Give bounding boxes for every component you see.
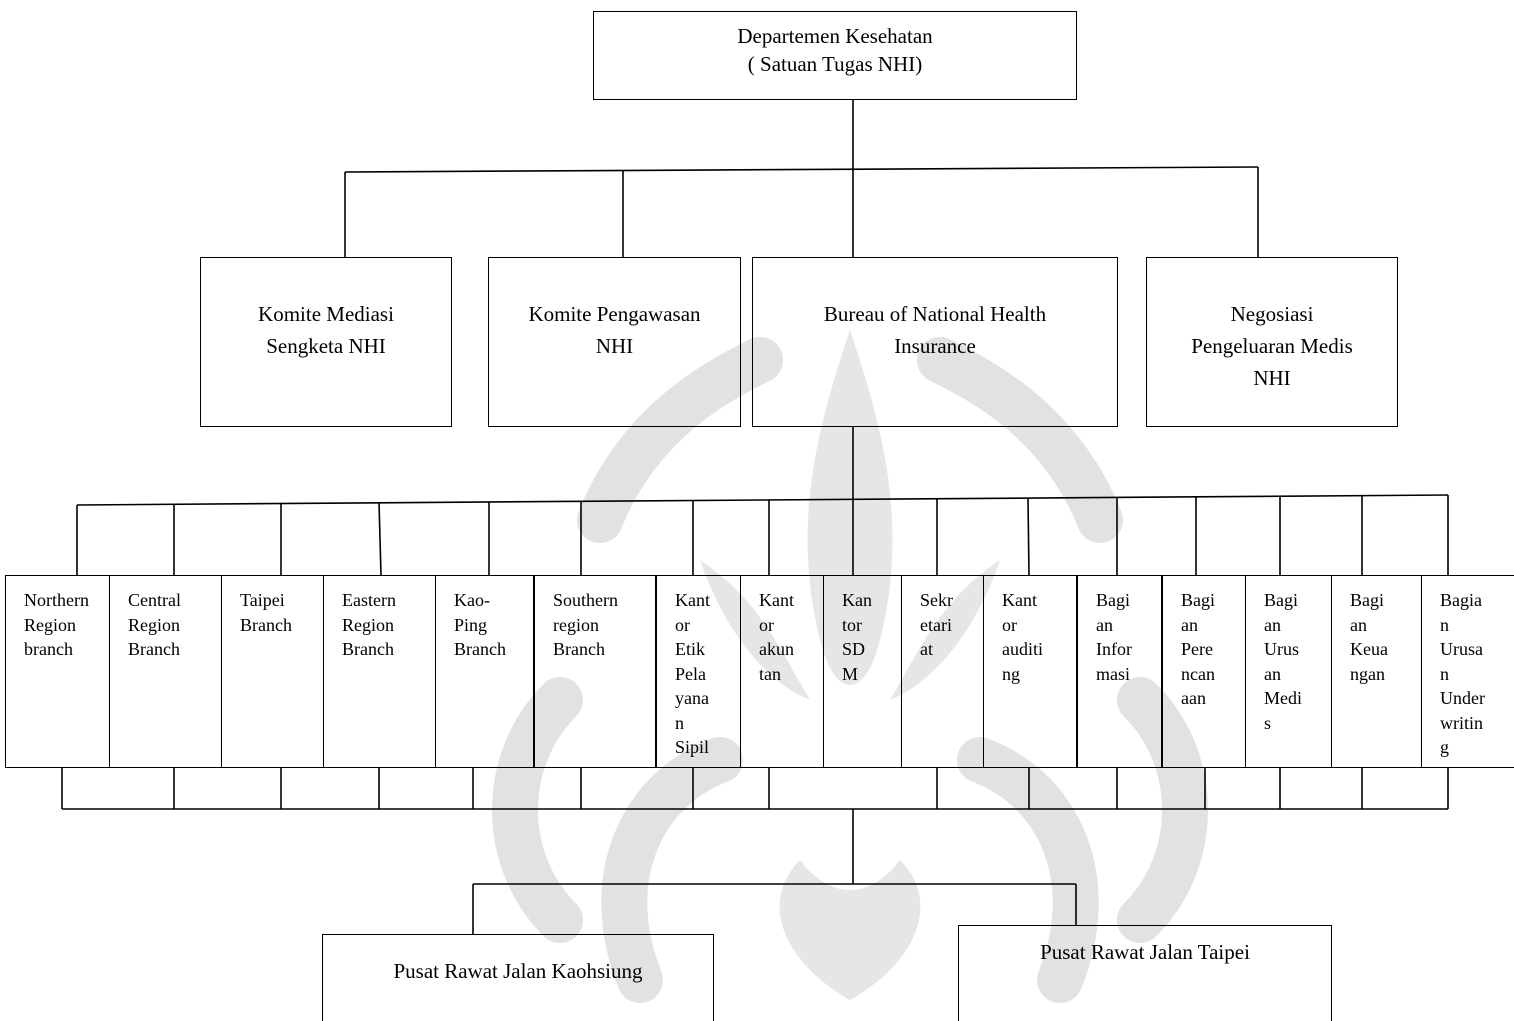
unit-box-14: Bagi an Urus an Medi s <box>1245 575 1332 768</box>
unit-label-15: Bagi an Keua ngan <box>1350 590 1388 684</box>
label-bureau-nhi: Bureau of National Health Insurance <box>823 302 1047 358</box>
connector-line <box>76 494 1449 506</box>
box-pusat-kaohsiung: Pusat Rawat Jalan Kaohsiung <box>322 934 714 1021</box>
unit-box-10: Sekr etari at <box>901 575 984 768</box>
root-subtitle: ( Satuan Tugas NHI) <box>747 52 923 76</box>
unit-label-14: Bagi an Urus an Medi s <box>1264 590 1302 733</box>
unit-label-5: Kao- Ping Branch <box>454 590 506 659</box>
unit-label-12: Bagi an Infor masi <box>1096 590 1132 684</box>
box-bureau-nhi: Bureau of National Health Insurance <box>752 257 1118 427</box>
connector-line <box>1027 497 1030 576</box>
unit-label-4: Eastern Region Branch <box>342 590 396 659</box>
unit-label-6: Southern region Branch <box>553 590 618 659</box>
unit-label-3: Taipei Branch <box>240 590 292 635</box>
unit-box-2: Central Region Branch <box>109 575 222 768</box>
unit-label-11: Kant or auditi ng <box>1002 590 1043 684</box>
unit-box-7: Kant or Etik Pela yana n Sipil <box>656 575 741 768</box>
box-pusat-taipei: Pusat Rawat Jalan Taipei <box>958 925 1332 1021</box>
unit-box-9: Kan tor SD M <box>823 575 902 768</box>
unit-label-1: Northern Region branch <box>24 590 89 659</box>
label-komite-mediasi: Komite Mediasi Sengketa NHI <box>258 302 394 358</box>
unit-label-7: Kant or Etik Pela yana n Sipil <box>675 590 710 757</box>
unit-label-13: Bagi an Pere ncan aan <box>1181 590 1215 708</box>
label-komite-pengawasan: Komite Pengawasan NHI <box>528 302 701 358</box>
connector-line <box>378 501 382 576</box>
unit-box-6: Southern region Branch <box>533 575 657 768</box>
label-pusat-taipei: Pusat Rawat Jalan Taipei <box>1040 940 1250 964</box>
unit-box-1: Northern Region branch <box>5 575 110 768</box>
unit-box-8: Kant or akun tan <box>740 575 824 768</box>
unit-box-16: Bagia n Urusa n Under writin g <box>1421 575 1514 768</box>
root-box: Departemen Kesehatan ( Satuan Tugas NHI) <box>593 11 1077 100</box>
unit-label-2: Central Region Branch <box>128 590 181 659</box>
unit-label-9: Kan tor SD M <box>842 590 872 684</box>
unit-label-8: Kant or akun tan <box>759 590 794 684</box>
root-title: Departemen Kesehatan <box>737 24 933 48</box>
unit-box-4: Eastern Region Branch <box>323 575 436 768</box>
box-negosiasi: Negosiasi Pengeluaran Medis NHI <box>1146 257 1398 427</box>
unit-box-11: Kant or auditi ng <box>983 575 1077 768</box>
unit-box-15: Bagi an Keua ngan <box>1331 575 1422 768</box>
label-pusat-kaohsiung: Pusat Rawat Jalan Kaohsiung <box>393 959 643 983</box>
box-komite-mediasi: Komite Mediasi Sengketa NHI <box>200 257 452 427</box>
unit-label-10: Sekr etari at <box>920 590 953 659</box>
unit-box-12: Bagi an Infor masi <box>1076 575 1163 768</box>
connector-line <box>344 166 1259 173</box>
unit-box-3: Taipei Branch <box>221 575 324 768</box>
unit-box-5: Kao- Ping Branch <box>435 575 534 768</box>
box-komite-pengawasan: Komite Pengawasan NHI <box>488 257 741 427</box>
unit-label-16: Bagia n Urusa n Under writin g <box>1440 590 1485 757</box>
label-negosiasi: Negosiasi Pengeluaran Medis NHI <box>1191 302 1353 390</box>
unit-box-13: Bagi an Pere ncan aan <box>1162 575 1246 768</box>
